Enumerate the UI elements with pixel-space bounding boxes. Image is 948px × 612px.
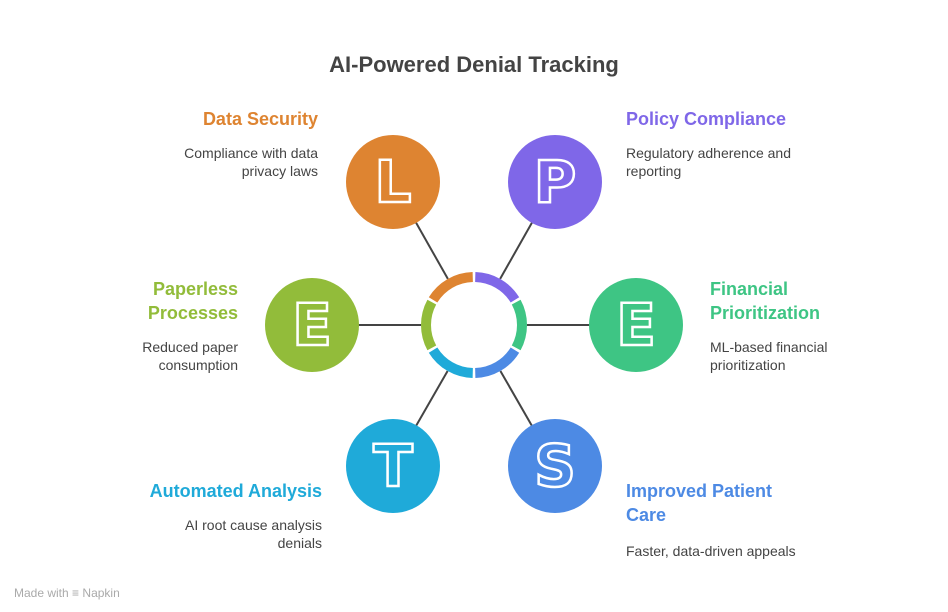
- letter-t-icon: T: [373, 432, 413, 500]
- desc-paperless-processes: Reduced paper consumption: [142, 339, 238, 373]
- letter-circle: [508, 135, 602, 229]
- letter-e-icon: E: [616, 291, 656, 359]
- desc-automated-analysis: AI root cause analysis denials: [185, 517, 322, 551]
- label-paperless-processes: Paperless Processes: [147, 279, 238, 323]
- desc-policy-compliance: Regulatory adherence and reporting: [626, 145, 792, 179]
- ring-segment: [421, 299, 437, 351]
- ring-segment: [428, 272, 474, 303]
- brand-text: Napkin: [82, 586, 120, 600]
- connector-line: [414, 221, 449, 280]
- letter-circle: [346, 135, 440, 229]
- letter-circle: [508, 419, 602, 513]
- made-with-text: Made with: [14, 586, 69, 600]
- letter-s-icon: S: [534, 432, 576, 500]
- label-financial-prioritization: Financial Prioritization: [710, 279, 821, 323]
- napkin-logo-icon: ≡: [72, 586, 80, 600]
- ring-segment: [474, 347, 520, 378]
- desc-data-security: Compliance with data privacy laws: [184, 145, 318, 179]
- label-improved-patient-care: Improved Patient Care: [626, 481, 773, 525]
- ring-segment: [428, 347, 474, 378]
- ring-segment: [511, 299, 527, 351]
- desc-financial-prioritization: ML-based financial prioritization: [710, 339, 828, 373]
- label-policy-compliance: Policy Compliance: [626, 109, 787, 129]
- letter-p-icon: P: [534, 148, 577, 216]
- desc-improved-patient-care: Faster, data-driven appeals: [626, 543, 796, 559]
- footer: Made with ≡ Napkin: [14, 586, 120, 600]
- connector-line: [499, 221, 534, 280]
- letter-circle: [589, 278, 683, 372]
- page-title: AI-Powered Denial Tracking: [329, 52, 619, 77]
- letter-circle: [265, 278, 359, 372]
- label-automated-analysis: Automated Analysis: [149, 481, 322, 501]
- label-data-security: Data Security: [202, 109, 318, 129]
- connector-line: [499, 370, 533, 427]
- connector-line: [415, 370, 449, 427]
- ring-segment: [474, 272, 520, 303]
- letter-circle: [346, 419, 440, 513]
- letter-l-icon: L: [375, 148, 412, 216]
- letter-e-icon: E: [292, 291, 332, 359]
